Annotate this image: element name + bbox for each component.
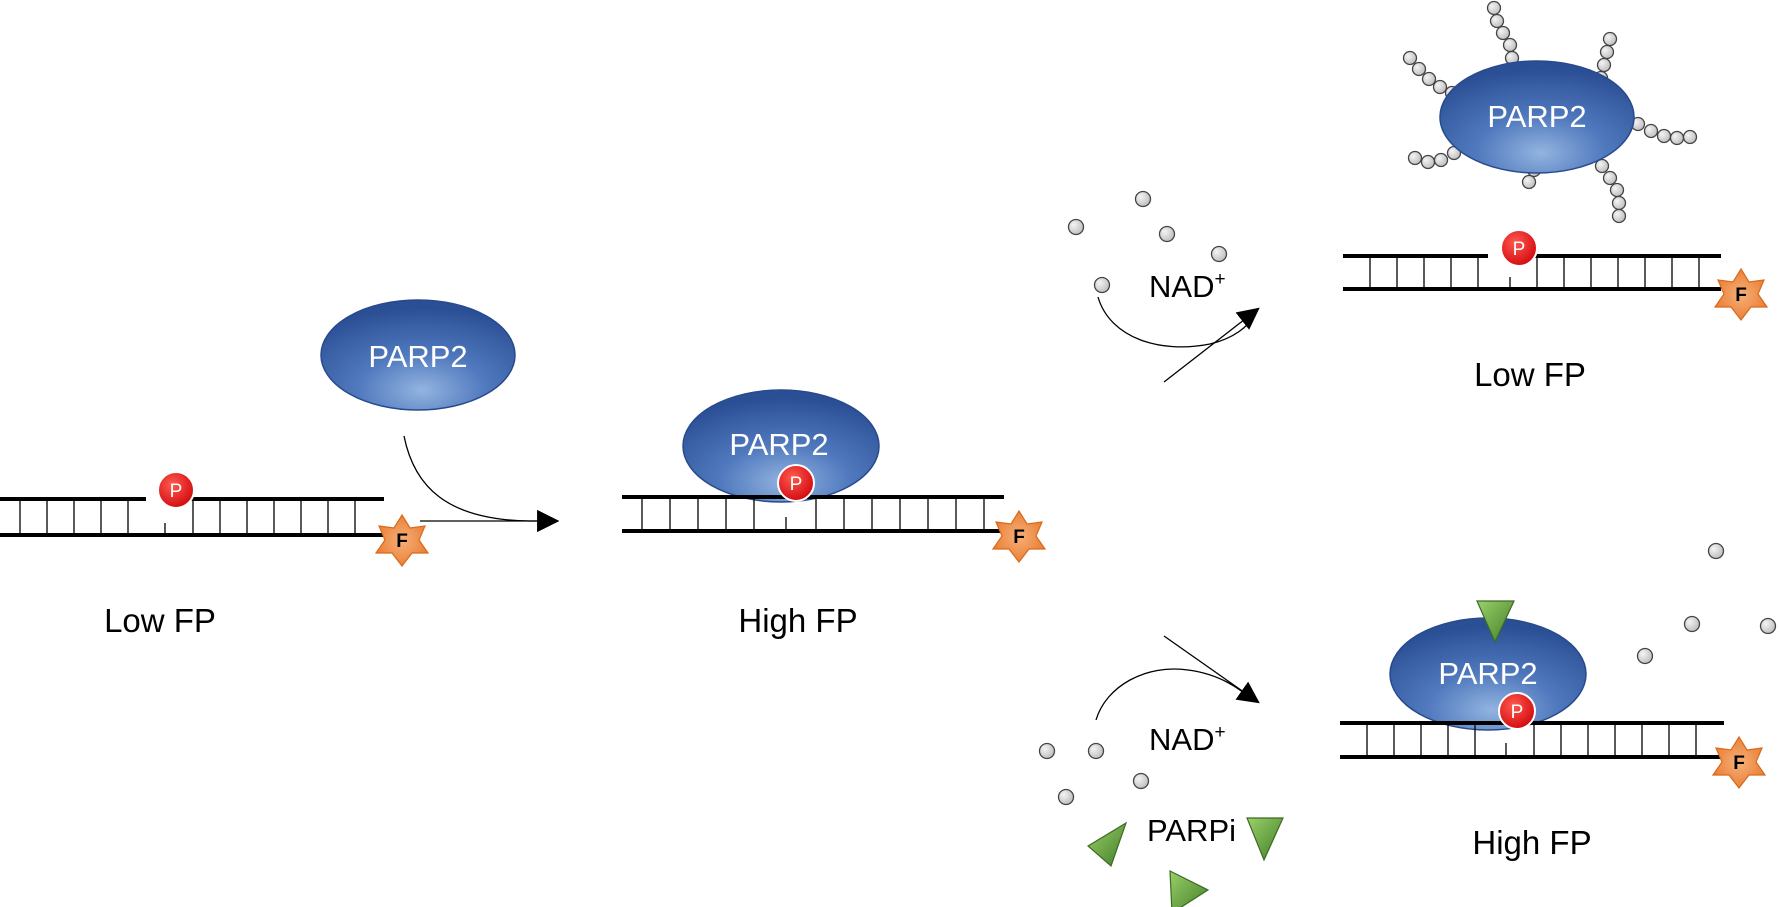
upper-branch-arrow	[1163, 307, 1260, 383]
binding-arrow	[403, 435, 560, 532]
parp-inhibitor-triangles	[1086, 817, 1284, 907]
phosphate-badge: P	[157, 471, 195, 509]
fluorophore-label: F	[1733, 753, 1745, 774]
fluorophore-star: F	[1711, 735, 1767, 789]
upper-nad-label: NAD+	[1149, 269, 1226, 304]
unused-nad-dots	[1636, 542, 1777, 665]
inhibitor-triangle	[1086, 821, 1128, 868]
fluorophore-label: F	[1013, 527, 1025, 548]
protein-label: PARP2	[1487, 99, 1586, 134]
caption-lower-branch: High FP	[1472, 824, 1591, 861]
protein-label: PARP2	[729, 427, 828, 462]
fluorophore-label: F	[396, 531, 408, 552]
fluorophore-star: F	[1713, 267, 1769, 321]
caption-upper-branch: Low FP	[1474, 356, 1586, 393]
upper-nad-consumption-arc	[1097, 296, 1255, 348]
lower-nad-label: NAD+	[1149, 722, 1226, 757]
bound-inhibitor-triangle	[1476, 600, 1515, 644]
dna-rungs	[1366, 725, 1697, 755]
dna-rungs	[1369, 258, 1700, 287]
released-dna-probe: P F	[1343, 229, 1769, 321]
phosphate-label: P	[170, 481, 183, 502]
parpi-label: PARPi	[1147, 813, 1236, 848]
protein-label: PARP2	[368, 339, 467, 374]
dna-rungs	[641, 499, 985, 529]
caption-step2-complex: High FP	[738, 602, 857, 639]
inhibitor-triangle	[1246, 817, 1284, 862]
caption-step1-dna: Low FP	[104, 602, 216, 639]
phosphate-label: P	[1513, 239, 1526, 260]
inhibitor-triangle	[1169, 870, 1210, 907]
fluorophore-star: F	[991, 509, 1047, 563]
phosphate-badge: P	[1500, 229, 1538, 267]
free-parp2-protein: PARP2	[320, 299, 516, 411]
phosphate-badge: P	[777, 464, 815, 502]
inhibited-complex: PARP2 P F	[1340, 600, 1767, 789]
phosphate-label: P	[790, 474, 803, 495]
lower-nad-arc	[1095, 668, 1253, 721]
bound-complex: PARP2 P F	[622, 389, 1047, 563]
upper-nad-dots	[1067, 190, 1228, 294]
fluorophore-label: F	[1735, 285, 1747, 306]
parylated-parp2-protein: PARP2	[1439, 60, 1635, 174]
free-dna-probe: P F	[0, 471, 430, 567]
lower-nad-dots	[1038, 742, 1150, 806]
dna-rungs	[19, 501, 356, 533]
fluorophore-star: F	[374, 513, 430, 567]
phosphate-label: P	[1511, 702, 1524, 723]
phosphate-badge: P	[1498, 692, 1536, 730]
protein-label: PARP2	[1438, 656, 1537, 691]
